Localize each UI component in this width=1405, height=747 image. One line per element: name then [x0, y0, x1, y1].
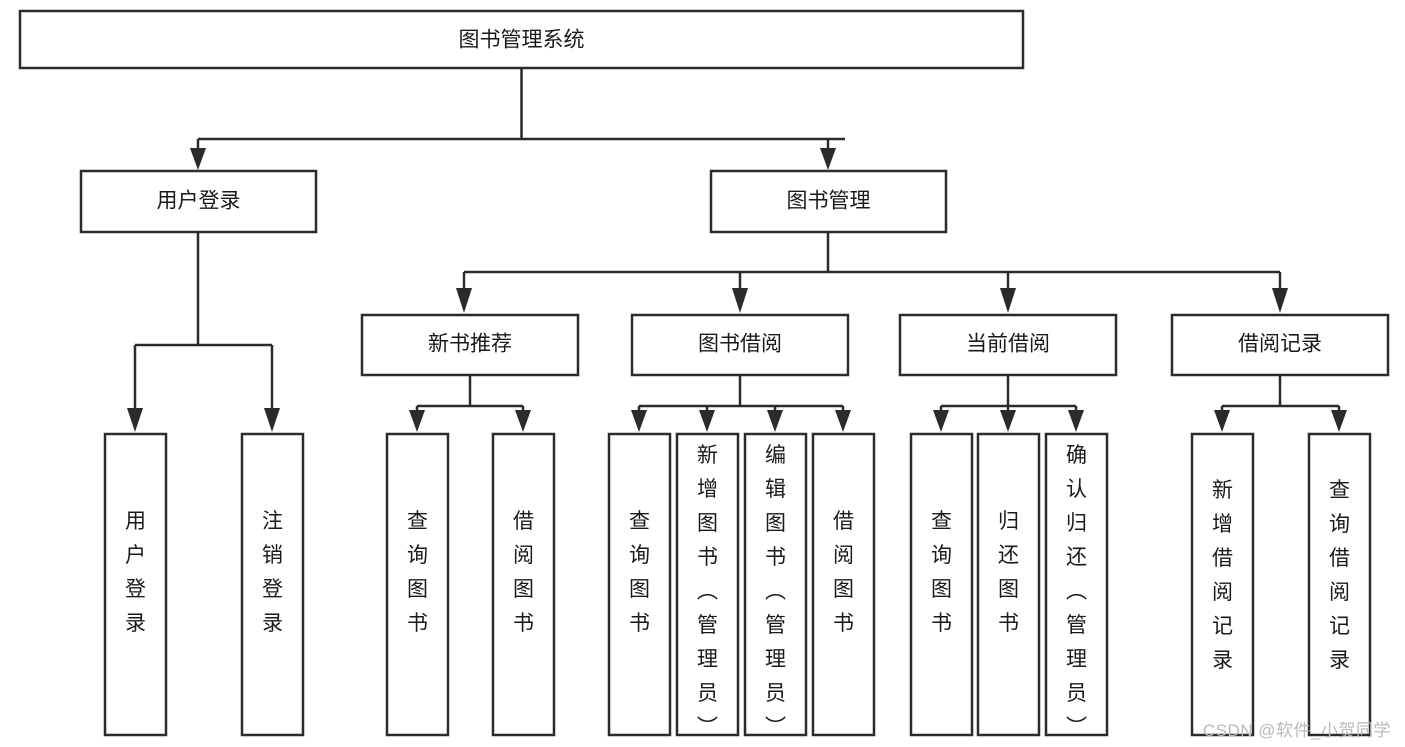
- node-leaf-borrow-book-2[interactable]: 借阅图书: [811, 432, 876, 737]
- node-leaf-return-book-label: 归还图书: [998, 510, 1019, 635]
- arrowhead-leaf-query-book-1: [409, 410, 425, 432]
- node-book-manage-box[interactable]: [709, 169, 948, 234]
- node-leaf-query-book-1[interactable]: 查询图书: [385, 432, 450, 737]
- node-leaf-logout-login[interactable]: 注销登录: [240, 432, 305, 737]
- node-borrow-record-label: 借阅记录: [1238, 333, 1322, 356]
- arrowhead-book-borrow: [732, 288, 748, 313]
- node-user-login[interactable]: 用户登录: [79, 169, 318, 234]
- arrowhead-leaf-add-book: [699, 410, 715, 432]
- node-borrow-record-box[interactable]: [1170, 313, 1390, 377]
- node-leaf-user-login-box[interactable]: [103, 432, 168, 737]
- node-book-manage[interactable]: 图书管理: [709, 169, 948, 234]
- node-leaf-add-record-label: 新增借阅记录: [1212, 479, 1233, 672]
- node-new-book-recommend-label: 新书推荐: [428, 333, 512, 356]
- node-leaf-query-book-1-box[interactable]: [385, 432, 450, 737]
- node-leaf-query-book-1-label: 查询图书: [407, 510, 428, 635]
- connector-group-new-book-recommend: [409, 375, 531, 432]
- arrowhead-leaf-confirm-return: [1068, 410, 1084, 432]
- arrowhead-leaf-query-book-3: [933, 410, 949, 432]
- node-leaf-query-book-3-label: 查询图书: [931, 510, 952, 635]
- arrowhead-leaf-logout-login: [264, 408, 280, 432]
- node-leaf-add-record[interactable]: 新增借阅记录: [1190, 432, 1255, 737]
- node-leaf-confirm-return-box[interactable]: [1044, 432, 1109, 737]
- connector-group-current-borrow: [933, 375, 1084, 432]
- arrowhead-leaf-add-record: [1214, 410, 1230, 432]
- node-current-borrow-box[interactable]: [898, 313, 1118, 377]
- connector-group-borrow-record: [1214, 375, 1347, 432]
- connector-group-book-manage: [456, 232, 1288, 313]
- node-leaf-query-book-3-box[interactable]: [909, 432, 974, 737]
- node-leaf-query-record[interactable]: 查询借阅记录: [1307, 432, 1372, 737]
- node-leaf-add-record-box[interactable]: [1190, 432, 1255, 737]
- arrowhead-current-borrow: [1000, 288, 1016, 313]
- arrowhead-leaf-borrow-book-1: [515, 410, 531, 432]
- arrowhead-leaf-user-login: [127, 408, 143, 432]
- node-leaf-edit-book-label: 编辑图书︵管理员︶: [765, 444, 786, 739]
- arrowhead-leaf-query-book-2: [631, 410, 647, 432]
- arrowhead-leaf-return-book: [1000, 410, 1016, 432]
- node-leaf-borrow-book-1[interactable]: 借阅图书: [491, 432, 556, 737]
- node-leaf-logout-login-label: 注销登录: [262, 510, 283, 635]
- connector-group-root: [190, 68, 845, 170]
- node-leaf-confirm-return[interactable]: 确认归还︵管理员︶: [1044, 432, 1109, 739]
- node-book-manage-label: 图书管理: [787, 190, 871, 213]
- node-leaf-user-login[interactable]: 用户登录: [103, 432, 168, 737]
- node-book-borrow[interactable]: 图书借阅: [630, 313, 850, 377]
- node-leaf-query-record-box[interactable]: [1307, 432, 1372, 737]
- node-leaf-query-record-label: 查询借阅记录: [1329, 479, 1350, 672]
- arrowhead-leaf-borrow-book-2: [835, 410, 851, 432]
- arrowhead-leaf-edit-book: [767, 410, 783, 432]
- node-user-login-box[interactable]: [79, 169, 318, 234]
- node-leaf-query-book-2-label: 查询图书: [629, 510, 650, 635]
- node-borrow-record[interactable]: 借阅记录: [1170, 313, 1390, 377]
- node-root[interactable]: 图书管理系统: [18, 9, 1025, 70]
- node-leaf-confirm-return-label: 确认归还︵管理员︶: [1066, 444, 1087, 739]
- node-current-borrow-label: 当前借阅: [966, 333, 1050, 356]
- arrowhead-leaf-query-record: [1331, 410, 1347, 432]
- node-leaf-return-book[interactable]: 归还图书: [976, 432, 1041, 737]
- connector-group-book-borrow: [631, 375, 851, 432]
- node-leaf-borrow-book-2-label: 借阅图书: [833, 510, 854, 635]
- arrowhead-new-book-recommend: [456, 288, 472, 313]
- node-new-book-recommend-box[interactable]: [360, 313, 580, 377]
- node-leaf-edit-book-box[interactable]: [743, 432, 808, 737]
- node-leaf-user-login-label: 用户登录: [125, 510, 146, 635]
- node-leaf-borrow-book-2-box[interactable]: [811, 432, 876, 737]
- node-leaf-logout-login-box[interactable]: [240, 432, 305, 737]
- node-leaf-add-book-box[interactable]: [675, 432, 740, 737]
- node-root-label: 图书管理系统: [459, 29, 585, 52]
- node-new-book-recommend[interactable]: 新书推荐: [360, 313, 580, 377]
- node-root-box[interactable]: [18, 9, 1025, 70]
- node-leaf-add-book[interactable]: 新增图书︵管理员︶: [675, 432, 740, 739]
- node-leaf-borrow-book-1-label: 借阅图书: [513, 510, 534, 635]
- node-leaf-query-book-3[interactable]: 查询图书: [909, 432, 974, 737]
- arrowhead-borrow-record: [1272, 288, 1288, 313]
- node-current-borrow[interactable]: 当前借阅: [898, 313, 1118, 377]
- node-leaf-query-book-2[interactable]: 查询图书: [607, 432, 672, 737]
- node-leaf-borrow-book-1-box[interactable]: [491, 432, 556, 737]
- arrowhead-book-manage: [820, 148, 836, 170]
- csdn-watermark: CSDN @软件_小贺同学: [1202, 721, 1391, 740]
- arrowhead-user-login: [190, 148, 206, 170]
- node-user-login-label: 用户登录: [157, 190, 241, 213]
- connector-group-user-login: [127, 232, 280, 432]
- node-book-borrow-label: 图书借阅: [698, 333, 782, 356]
- node-leaf-edit-book[interactable]: 编辑图书︵管理员︶: [743, 432, 808, 739]
- node-book-borrow-box[interactable]: [630, 313, 850, 377]
- node-leaf-query-book-2-box[interactable]: [607, 432, 672, 737]
- node-leaf-add-book-label: 新增图书︵管理员︶: [697, 444, 718, 739]
- node-leaf-return-book-box[interactable]: [976, 432, 1041, 737]
